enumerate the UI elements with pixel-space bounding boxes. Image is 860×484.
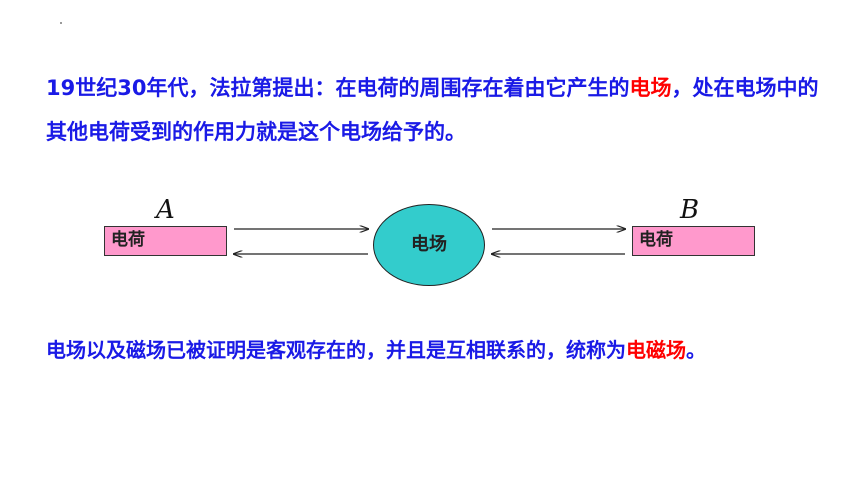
highlight-electromagnetic-field: 电磁场 [626, 338, 686, 362]
label-b: B [680, 195, 700, 225]
electric-field-ellipse: 电场 [373, 204, 485, 286]
paragraph-electromagnetic: 电场以及磁场已被证明是客观存在的，并且是互相联系的，统称为电磁场。 [46, 336, 826, 364]
label-a: A [156, 195, 175, 225]
paragraph-faraday-text-1: 19世纪30年代，法拉第提出：在电荷的周围存在着由它产生的 [46, 76, 630, 100]
charge-box-a: 电荷 [104, 226, 227, 256]
charge-box-b: 电荷 [632, 226, 755, 256]
paragraph-em-text-1: 电场以及磁场已被证明是客观存在的，并且是互相联系的，统称为 [46, 338, 626, 362]
paragraph-faraday-text-2: ，处在电场中的其他电荷受到的作用力就是这个电场给予的。 [46, 76, 819, 144]
slide-dot [60, 22, 62, 24]
paragraph-faraday: 19世纪30年代，法拉第提出：在电荷的周围存在着由它产生的电场，处在电场中的其他… [46, 66, 826, 154]
highlight-electric-field: 电场 [629, 76, 672, 100]
paragraph-em-text-2: 。 [686, 338, 706, 362]
